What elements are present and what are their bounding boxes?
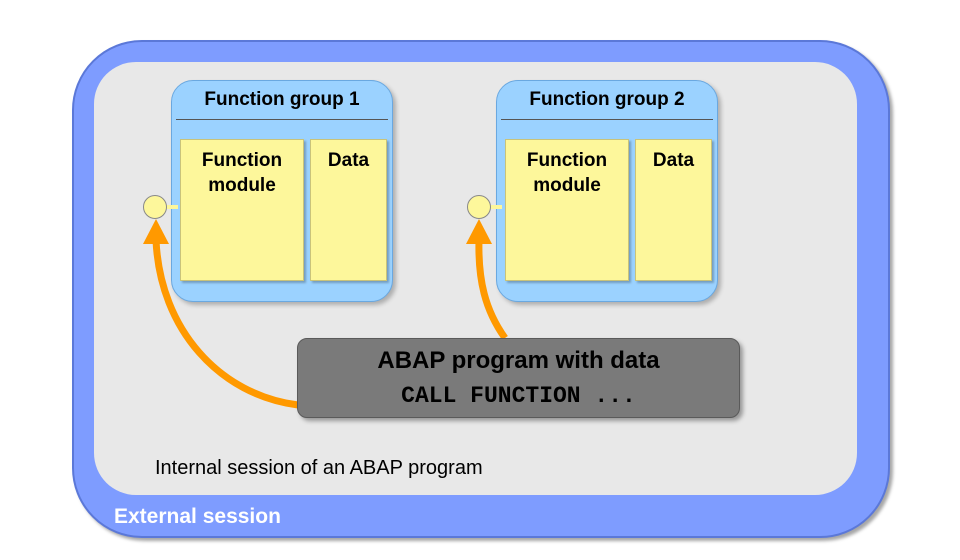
arrow-head-1-icon bbox=[143, 219, 169, 244]
abap-program-box: ABAP program with data CALL FUNCTION ... bbox=[297, 338, 740, 418]
function-group-2-data: Data bbox=[635, 139, 712, 281]
arrow-head-2-icon bbox=[466, 219, 492, 244]
function-module-label-line2: module bbox=[533, 175, 601, 196]
abap-program-title: ABAP program with data bbox=[377, 347, 660, 374]
function-group-1-data: Data bbox=[310, 139, 387, 281]
external-session-label: External session bbox=[114, 505, 281, 528]
interface-circle-1-icon bbox=[143, 195, 167, 219]
function-group-2: Function group 2 Function module Data bbox=[496, 80, 718, 302]
function-group-1-divider bbox=[176, 119, 388, 120]
abap-program-code: CALL FUNCTION ... bbox=[401, 383, 636, 409]
function-module-label-line1: Function bbox=[526, 150, 608, 171]
call-arrow-1 bbox=[152, 239, 299, 409]
function-module-label-line1: Function bbox=[201, 150, 283, 171]
function-group-2-title: Function group 2 bbox=[529, 89, 685, 110]
internal-session-label: Internal session of an ABAP program bbox=[155, 457, 483, 479]
function-group-1: Function group 1 Function module Data bbox=[171, 80, 393, 302]
interface-stub-2 bbox=[490, 205, 502, 209]
function-group-1-function-module: Function module bbox=[180, 139, 304, 281]
call-arrow-2 bbox=[475, 239, 508, 341]
function-module-label-line2: module bbox=[208, 175, 276, 196]
function-group-1-title: Function group 1 bbox=[204, 89, 360, 110]
interface-stub-1 bbox=[166, 205, 178, 209]
function-group-2-divider bbox=[501, 119, 713, 120]
function-group-2-function-module: Function module bbox=[505, 139, 629, 281]
interface-circle-2-icon bbox=[467, 195, 491, 219]
